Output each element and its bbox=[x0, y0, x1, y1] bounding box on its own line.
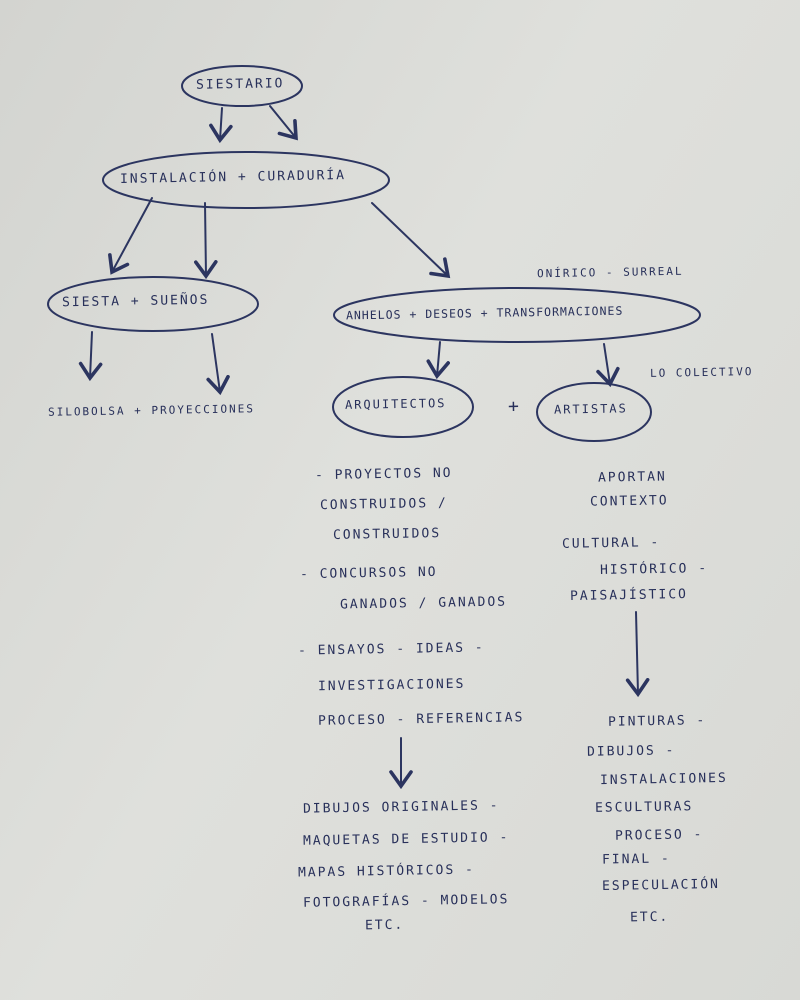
list-item: - CONCURSOS NO bbox=[299, 564, 438, 583]
list-item: ETC. bbox=[629, 909, 670, 926]
list-item: CULTURAL - bbox=[561, 535, 661, 552]
node-ellipse-root bbox=[181, 65, 303, 107]
node-ellipse-architects bbox=[332, 376, 474, 438]
node-ellipse-left bbox=[47, 276, 259, 332]
list-item: GANADOS / GANADOS bbox=[339, 594, 508, 613]
list-item: INSTALACIONES bbox=[599, 770, 728, 789]
list-item: FINAL - bbox=[601, 851, 671, 868]
list-item: CONTEXTO bbox=[589, 493, 669, 510]
list-item: PINTURAS - bbox=[607, 713, 707, 730]
list-item: CONSTRUIDOS / bbox=[319, 495, 448, 514]
node-root: SIESTARIO bbox=[195, 76, 285, 93]
node-ellipse-level1 bbox=[102, 151, 390, 209]
node-ellipse-artists bbox=[536, 382, 652, 442]
list-item: HISTÓRICO - bbox=[599, 561, 709, 578]
list-item: CONSTRUIDOS bbox=[332, 526, 442, 543]
plus-sign: + bbox=[507, 395, 522, 418]
list-item: PROCESO - bbox=[614, 827, 704, 844]
list-item: INVESTIGACIONES bbox=[317, 676, 466, 695]
list-item: MAPAS HISTÓRICOS - bbox=[297, 862, 476, 881]
list-item: PAISAJÍSTICO bbox=[569, 586, 689, 605]
note-colectivo: LO COLECTIVO bbox=[649, 365, 754, 380]
note-onirico: ONÍRICO - SURREAL bbox=[536, 264, 684, 281]
list-item: APORTAN bbox=[597, 469, 667, 486]
node-left: SIESTA + SUEÑOS bbox=[61, 292, 210, 311]
list-item: ESCULTURAS bbox=[594, 799, 694, 816]
list-item: DIBUJOS - bbox=[586, 743, 676, 760]
arrows bbox=[78, 105, 650, 790]
list-item: ESPECULACIÓN bbox=[601, 876, 721, 895]
node-ellipse-right bbox=[333, 287, 701, 343]
list-item: - PROYECTOS NO bbox=[314, 465, 453, 484]
node-artists: ARTISTAS bbox=[553, 401, 628, 417]
list-item: ETC. bbox=[364, 917, 405, 934]
node-architects: ARQUITECTOS bbox=[344, 396, 447, 412]
